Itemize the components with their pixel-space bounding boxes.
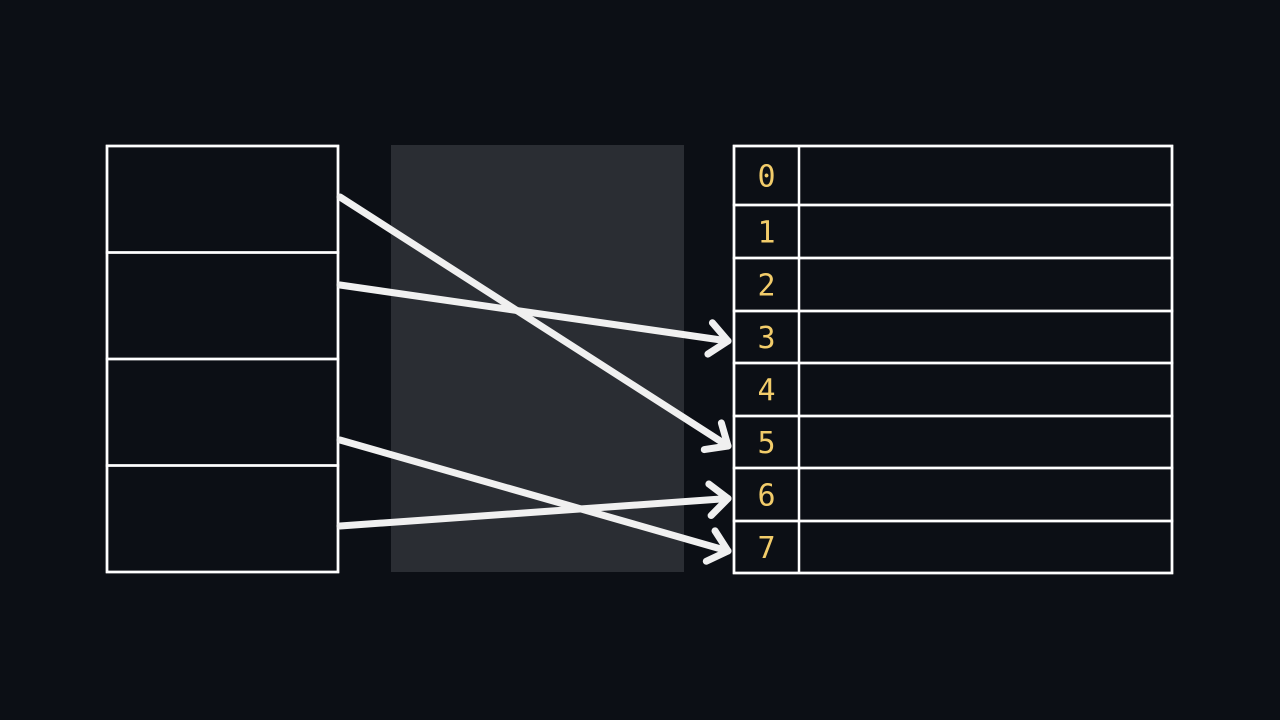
arrow-head	[702, 527, 732, 565]
arrow-head	[705, 480, 732, 520]
bucket-index-label: 0	[757, 160, 775, 195]
bucket-row	[732, 519, 1174, 575]
arrow-head	[700, 419, 732, 454]
hash-function-box	[391, 145, 684, 572]
source-row	[105, 357, 340, 467]
bucket-index-label: 3	[757, 321, 775, 356]
bucket-index-label: 5	[757, 426, 775, 461]
bucket-index-label: 7	[757, 531, 775, 566]
bucket-index-label: 6	[757, 479, 775, 514]
mapping-arrow	[336, 281, 732, 358]
source-row	[105, 251, 340, 361]
bucket-index-label: 2	[757, 269, 775, 304]
source-row	[105, 464, 340, 574]
mapping-arrow	[336, 436, 732, 565]
bucket-index-label: 1	[757, 216, 775, 251]
mapping-arrow	[336, 480, 732, 530]
mapping-arrow	[336, 193, 732, 454]
arrow-head	[704, 319, 732, 358]
bucket-index-label: 4	[757, 374, 775, 409]
source-row	[105, 144, 340, 254]
